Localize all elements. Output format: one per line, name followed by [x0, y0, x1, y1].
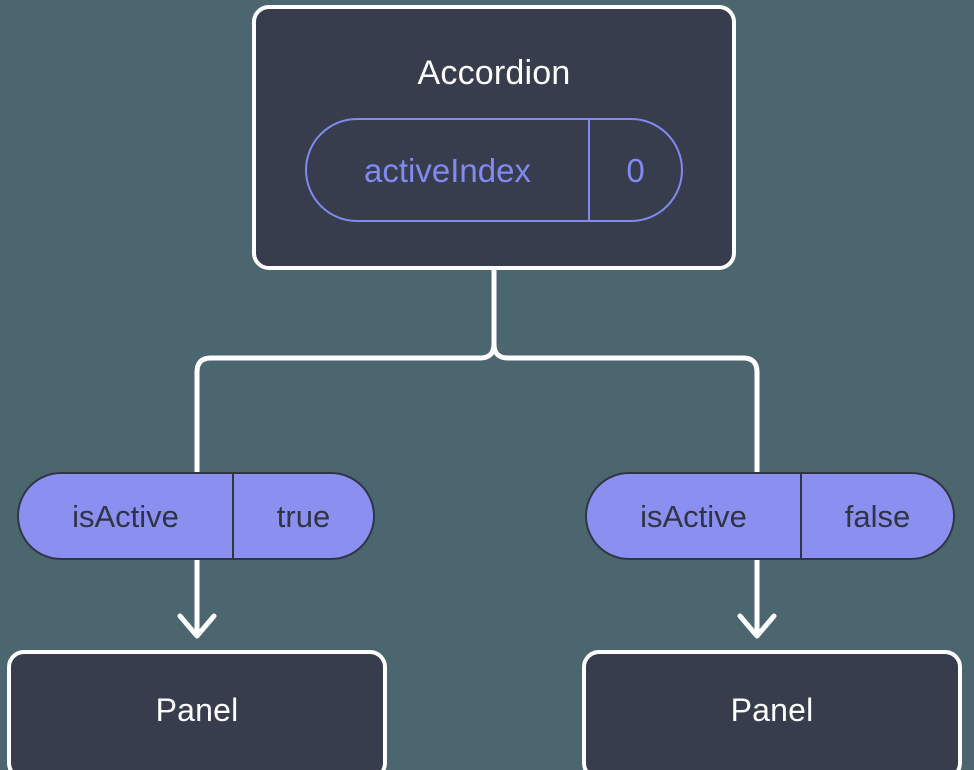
arrow-right-head [737, 613, 777, 639]
node-accordion-title: Accordion [417, 54, 571, 92]
prop-badge-is-active-true[interactable]: isActive true [17, 472, 375, 560]
prop-badge-key: isActive [587, 474, 802, 558]
prop-badge-value: true [276, 498, 331, 534]
node-panel-right[interactable]: Panel [582, 650, 962, 770]
state-badge-active-index[interactable]: activeIndex 0 [305, 118, 683, 222]
root-split-connector-right [491, 267, 760, 475]
prop-badge-is-active-false[interactable]: isActive false [585, 472, 955, 560]
prop-badge-value: false [844, 498, 911, 534]
state-badge-value: 0 [626, 151, 645, 189]
node-panel-left-title: Panel [155, 692, 239, 728]
state-badge-key: activeIndex [307, 120, 590, 220]
node-panel-right-title: Panel [730, 692, 814, 728]
arrow-left-head [177, 613, 217, 639]
prop-badge-key: isActive [19, 474, 234, 558]
root-split-connector [194, 267, 497, 475]
node-panel-left[interactable]: Panel [7, 650, 387, 770]
